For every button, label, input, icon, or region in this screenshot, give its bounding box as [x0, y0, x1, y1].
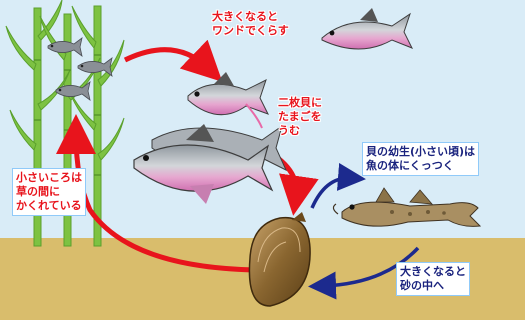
label-egg-in-bivalve: 二枚貝に たまごを うむ — [278, 96, 322, 138]
label-larva-on-fish: 貝の幼生(小さい頃)は 魚の体にくっつく — [362, 142, 479, 176]
label-grow-wander: 大きくなると ワンドでくらす — [212, 10, 289, 38]
label-into-sand: 大きくなると 砂の中へ — [396, 262, 470, 296]
label-young-in-grass: 小さいころは 草の間に かくれている — [12, 168, 86, 216]
